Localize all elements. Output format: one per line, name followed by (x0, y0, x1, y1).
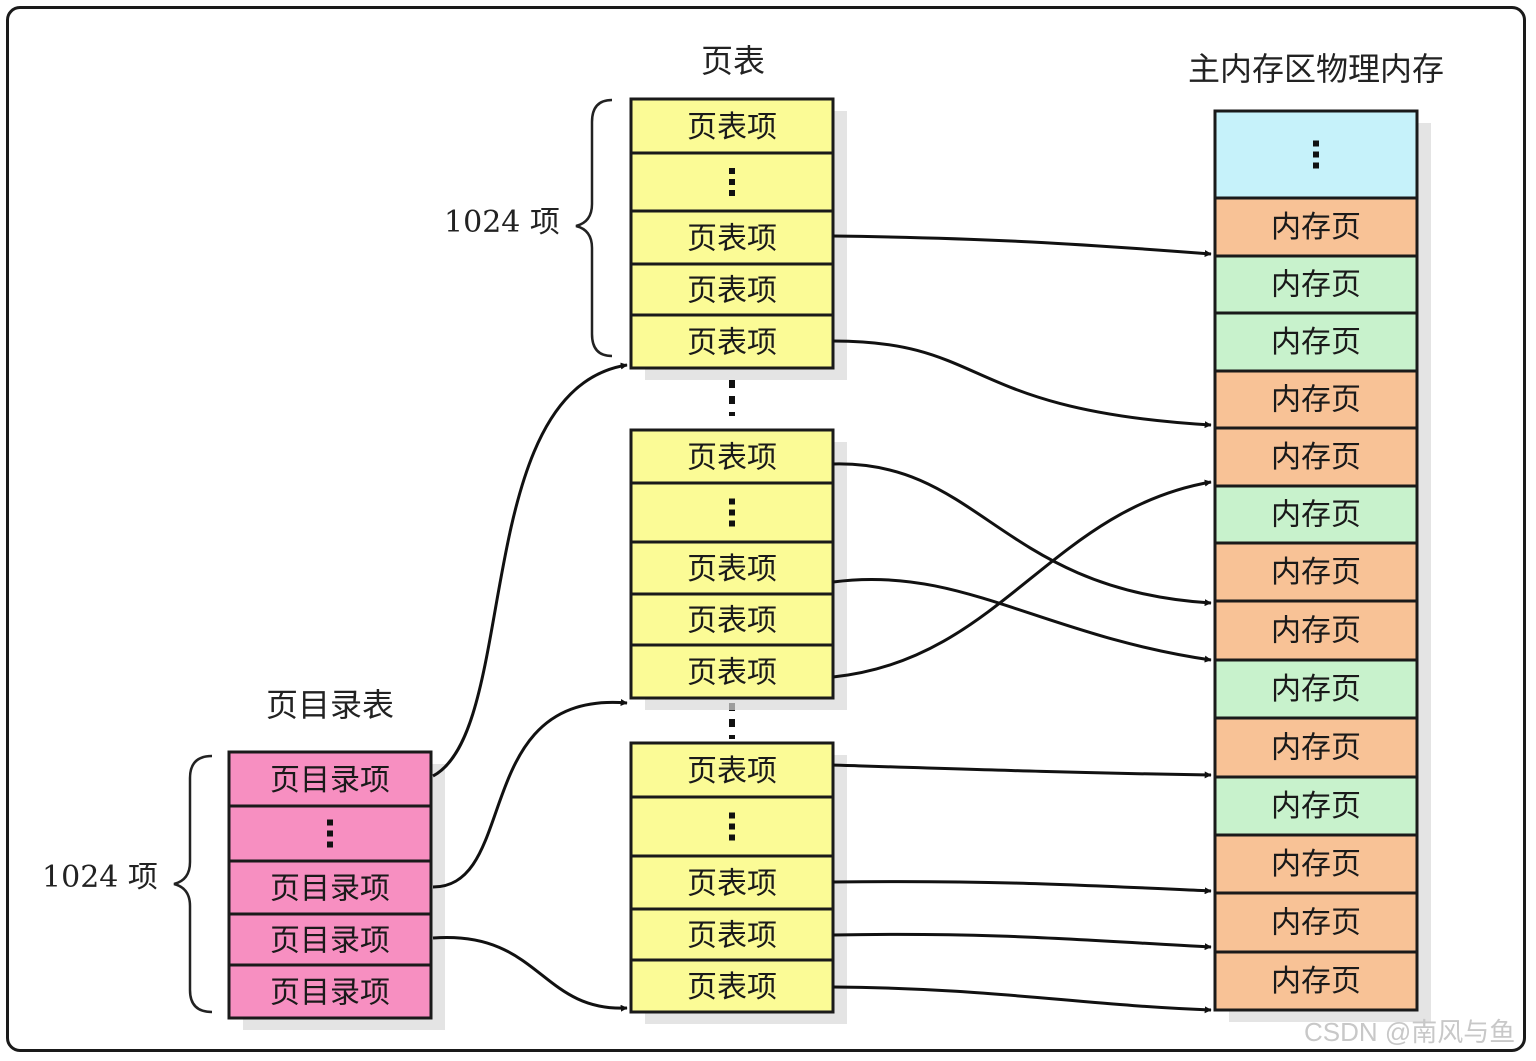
page-table-entry: 页表项 (629, 209, 835, 266)
page-table-entry-label: 页表项 (687, 441, 777, 476)
page-table-entry: 页表项 (629, 741, 835, 799)
page-table-entry: 页表项 (629, 907, 835, 962)
memory-page-label: 内存页 (1271, 847, 1361, 882)
directory-brace (173, 754, 213, 1014)
page-table-count-label: 1024 项 (444, 205, 560, 240)
page-table-entry: 页表项 (629, 540, 835, 596)
directory-entry: 页目录项 (227, 859, 433, 916)
page-table-entry-label: 页表项 (687, 552, 777, 587)
page-table-entry-ellipsis (629, 151, 835, 213)
memory-page: 内存页 (1213, 254, 1419, 315)
memory-page-label: 内存页 (1271, 210, 1361, 245)
memory-page-label: 内存页 (1271, 383, 1361, 418)
directory-entry: 页目录项 (227, 912, 433, 967)
directory-count-label: 1024 项 (42, 860, 158, 895)
arrow-pt3-a (832, 763, 1212, 779)
ellipsis-dots (729, 168, 735, 196)
page-table-entry-label: 页表项 (687, 754, 777, 789)
ellipsis-dots (327, 819, 333, 848)
memory-page: 内存页 (1213, 484, 1419, 545)
arrow-pt3-c (832, 932, 1212, 951)
memory-page-label: 内存页 (1271, 325, 1361, 360)
arrow-pt2-c (832, 479, 1212, 679)
page-table-entry: 页表项 (629, 958, 835, 1014)
directory-entry: 页目录项 (227, 963, 433, 1020)
page-tables-gap-dots-1 (729, 380, 735, 416)
memory-page: 内存页 (1213, 541, 1419, 603)
watermark: CSDN @南风与鱼 (1304, 1017, 1515, 1047)
page-table-entry-label: 页表项 (687, 867, 777, 902)
memory-page-label: 内存页 (1271, 614, 1361, 649)
memory-page: 内存页 (1213, 196, 1419, 258)
memory-page: 内存页 (1213, 658, 1419, 720)
arrows-layer (432, 234, 1212, 1014)
arrow-pt2-b (832, 577, 1212, 663)
page-directory-title: 页目录表 (266, 686, 394, 724)
memory-page: 内存页 (1213, 426, 1419, 488)
page-table-entry: 页表项 (629, 97, 835, 155)
memory-page: 内存页 (1213, 311, 1419, 373)
page-table-entry-label: 页表项 (687, 970, 777, 1005)
directory-entry-label: 页目录项 (270, 872, 390, 907)
page-table-entry: 页表项 (629, 643, 835, 700)
memory-page: 内存页 (1213, 716, 1419, 779)
memory-page-label: 内存页 (1271, 440, 1361, 475)
page-table-title: 页表 (701, 42, 765, 80)
ellipsis-dots (729, 812, 735, 841)
arrow-pt3-b (832, 880, 1212, 895)
memory-page: 内存页 (1213, 775, 1419, 837)
arrow-pt1-b (832, 339, 1212, 429)
page-table-entry-label: 页表项 (687, 110, 777, 145)
memory-page-label: 内存页 (1271, 906, 1361, 941)
physical-memory: 内存页内存页内存页内存页内存页内存页内存页内存页内存页内存页内存页内存页内存页内… (1213, 109, 1431, 1022)
directory-entry-label: 页目录项 (270, 763, 390, 798)
directory-entry: 页目录项 (227, 750, 433, 808)
page-table-entry-label: 页表项 (687, 326, 777, 361)
arrow-dir-to-pt1 (432, 362, 628, 778)
memory-page-label: 内存页 (1271, 498, 1361, 533)
memory-page-label: 内存页 (1271, 555, 1361, 590)
memory-page-label: 内存页 (1271, 672, 1361, 707)
memory-page-label: 内存页 (1271, 964, 1361, 999)
tables-layer: 页表项页表项页表项页表项页表项页表项页表项页表项页表项页表项页表项页表项页目录项… (227, 97, 1431, 1030)
page-table-entry-label: 页表项 (687, 919, 777, 954)
memory-page-label: 内存页 (1271, 268, 1361, 303)
memory-page: 内存页 (1213, 950, 1419, 1012)
memory-page: 内存页 (1213, 833, 1419, 895)
memory-ellipsis-dots (1313, 140, 1319, 169)
arrow-pt3-d (832, 985, 1212, 1014)
page-table-entry-label: 页表项 (687, 274, 777, 309)
page-table-entry-label: 页表项 (687, 656, 777, 691)
memory-page: 内存页 (1213, 369, 1419, 430)
page-table-entry: 页表项 (629, 854, 835, 911)
page-table-entry: 页表项 (629, 313, 835, 370)
arrow-dir-to-pt3 (432, 935, 628, 1012)
arrow-dir-to-pt2 (432, 698, 628, 889)
directory-entry-label: 页目录项 (270, 924, 390, 959)
memory-page: 内存页 (1213, 891, 1419, 954)
arrow-pt2-a (832, 462, 1212, 607)
physical-memory-title: 主内存区物理内存 (1188, 50, 1444, 88)
page-table-entry-label: 页表项 (687, 604, 777, 639)
directory-entry-label: 页目录项 (270, 976, 390, 1011)
page-table-entry-label: 页表项 (687, 222, 777, 257)
page-table-entry: 页表项 (629, 262, 835, 317)
arrow-pt1-a (832, 234, 1212, 258)
memory-page-label: 内存页 (1271, 789, 1361, 824)
page-table-entry: 页表项 (629, 428, 835, 485)
memory-page-label: 内存页 (1271, 731, 1361, 766)
page-table-entry: 页表项 (629, 592, 835, 647)
memory-page: 内存页 (1213, 599, 1419, 662)
ellipsis-dots (729, 498, 735, 527)
page-table-brace (575, 98, 613, 358)
